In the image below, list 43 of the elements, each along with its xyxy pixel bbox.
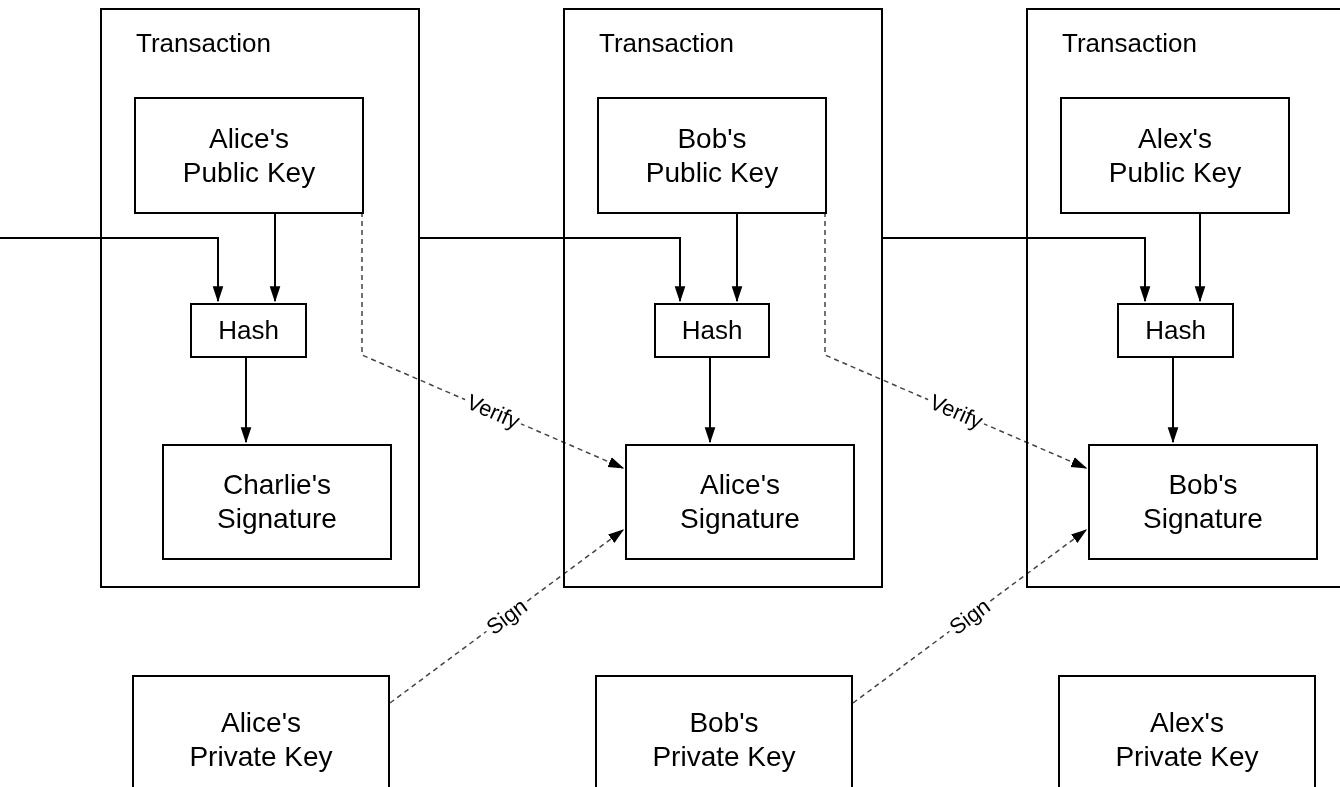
box-label: Alex's Public Key bbox=[1107, 121, 1243, 190]
box-label: Hash bbox=[681, 314, 743, 347]
hash-box bbox=[190, 303, 307, 358]
key-box bbox=[625, 444, 855, 560]
dashed-arrow bbox=[852, 529, 1088, 704]
box-title: Transaction bbox=[136, 28, 271, 60]
box-label: Alice's Public Key bbox=[181, 121, 317, 190]
box-label: Alice's Signature bbox=[679, 468, 801, 536]
hash-box bbox=[1117, 303, 1234, 358]
key-box bbox=[1088, 444, 1318, 560]
key-box bbox=[1058, 675, 1316, 787]
arrow bbox=[0, 237, 224, 303]
arrow bbox=[269, 211, 281, 303]
box-label: Bob's Public Key bbox=[644, 121, 780, 190]
key-box bbox=[134, 97, 364, 214]
transaction-box bbox=[563, 8, 883, 588]
arrow bbox=[240, 355, 252, 444]
hash-box bbox=[654, 303, 770, 358]
box-label: Hash bbox=[218, 314, 279, 347]
box-label: Charlie's Signature bbox=[216, 468, 338, 536]
transaction-box bbox=[100, 8, 420, 588]
key-box bbox=[595, 675, 853, 787]
key-box bbox=[132, 675, 390, 787]
arrow bbox=[1167, 355, 1179, 444]
arrow bbox=[882, 237, 1151, 303]
box-title: Transaction bbox=[1062, 28, 1197, 60]
key-box bbox=[1060, 97, 1290, 214]
dashed-arrow bbox=[824, 211, 1088, 469]
box-title: Transaction bbox=[599, 28, 734, 60]
dashed-arrow bbox=[389, 529, 625, 704]
arrow bbox=[419, 237, 686, 303]
arrow bbox=[1194, 211, 1206, 303]
box-label: Bob's Signature bbox=[1142, 468, 1264, 536]
dashed-arrow bbox=[361, 211, 625, 469]
key-box bbox=[597, 97, 827, 214]
box-label: Hash bbox=[1145, 314, 1206, 347]
arrow bbox=[731, 211, 743, 303]
box-label: Bob's Private Key bbox=[651, 706, 797, 774]
transaction-box bbox=[1026, 8, 1340, 588]
key-box bbox=[162, 444, 392, 560]
box-label: Alice's Private Key bbox=[188, 706, 334, 774]
box-label: Alex's Private Key bbox=[1114, 706, 1260, 774]
arrow bbox=[704, 355, 716, 444]
